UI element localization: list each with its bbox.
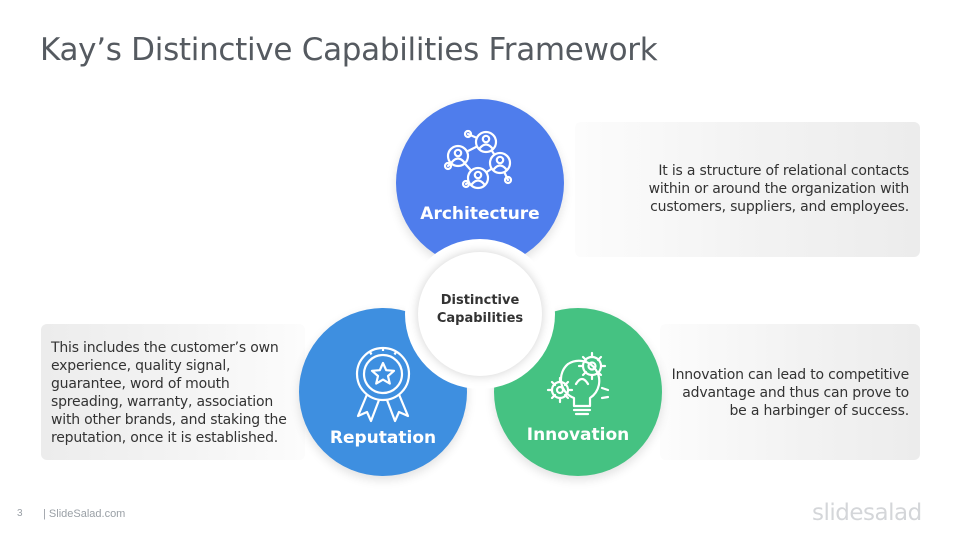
slide-title: Kay’s Distinctive Capabilities Framework bbox=[40, 32, 658, 68]
footer-site: | SlideSalad.com bbox=[43, 508, 126, 520]
lightbulb-gears-icon bbox=[546, 351, 610, 416]
innovation-description: Innovation can lead to competitive advan… bbox=[660, 324, 920, 460]
innovation-label: Innovation bbox=[526, 425, 630, 445]
brand-logo: slidesalad bbox=[812, 500, 922, 526]
architecture-description: It is a structure of relational contacts… bbox=[575, 122, 920, 257]
center-label: Distinctive Capabilities bbox=[436, 293, 524, 326]
center-disc bbox=[418, 252, 542, 376]
award-badge-icon bbox=[355, 346, 411, 423]
reputation-label: Reputation bbox=[329, 428, 437, 448]
architecture-label: Architecture bbox=[420, 204, 540, 224]
reputation-description: This includes the customer’s own experie… bbox=[41, 324, 305, 460]
page-number: 3 bbox=[17, 508, 23, 519]
network-people-icon bbox=[443, 129, 513, 190]
